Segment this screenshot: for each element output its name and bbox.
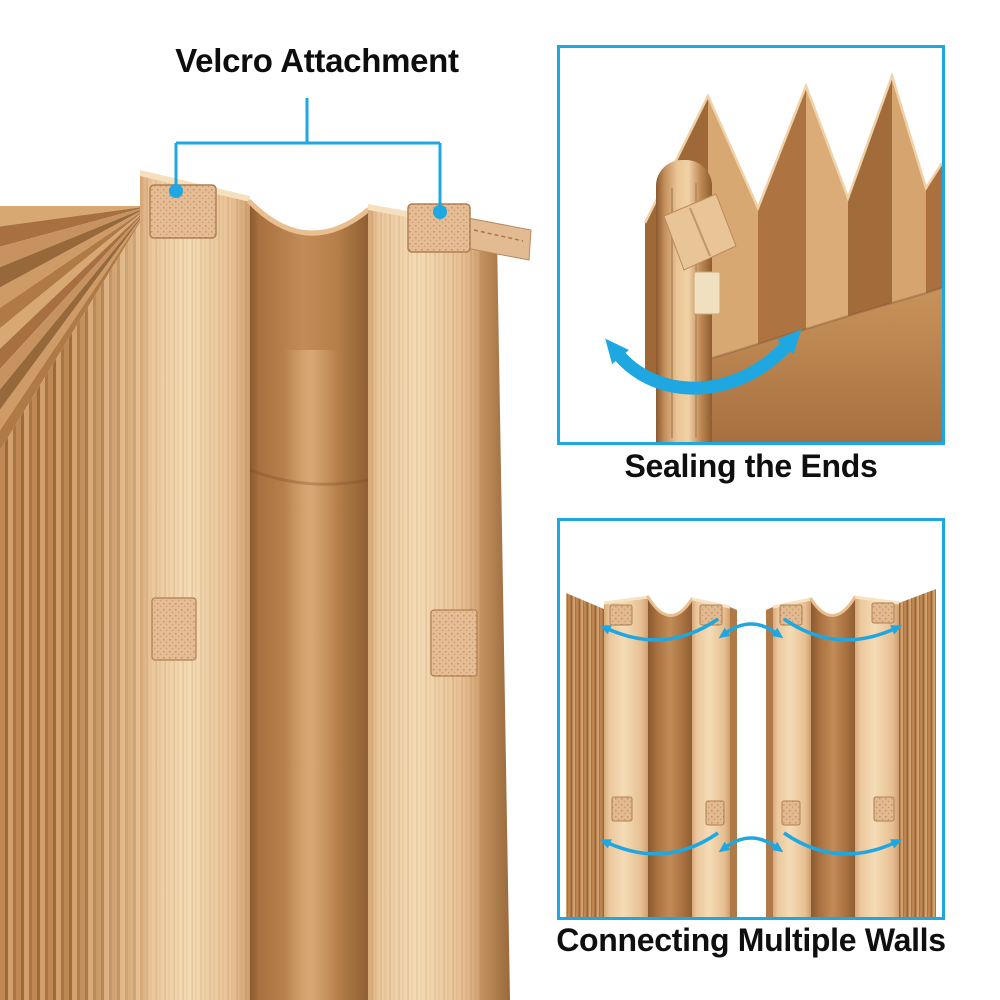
left-wall-panel [140,170,250,1000]
wall-unit-left [566,593,737,917]
velcro-patch-top-right [407,203,471,253]
callout-dot [433,205,447,219]
sealing-panel [557,45,945,445]
right-wall-panel [368,204,510,1000]
connecting-illustration [566,589,936,917]
wall-unit-right [766,589,936,917]
outer-sheet [712,288,942,442]
curved-arrow-icon [718,622,784,639]
connect-arrows [599,617,903,856]
velcro-patch-top-left [149,184,217,239]
curved-arrow-icon [783,617,903,642]
callout-lines [169,98,447,219]
flap-velcro-tab [693,271,721,315]
callout-dot [169,184,183,198]
curved-arrow-icon [718,836,784,853]
velcro-patches-mini [609,602,895,826]
folding-wall-illustration [0,170,532,1000]
velcro-patch-mid-left [151,597,197,661]
connecting-caption: Connecting Multiple Walls [556,922,946,958]
center-recess [247,199,371,1000]
sealing-caption: Sealing the Ends [624,448,878,484]
curved-double-arrow-icon [605,329,802,395]
curved-arrow-icon [783,831,903,856]
curved-arrow-icon [599,617,719,642]
connecting-panel [557,518,945,920]
curved-arrow-icon [599,831,719,856]
velcro-attachment-label: Velcro Attachment [175,42,459,79]
fold-flap [663,193,737,315]
sealing-illustration [605,72,942,442]
wall-right-edge [480,230,510,1000]
accordion-pleats [0,206,150,1000]
velcro-patch-mid-right [430,609,478,677]
